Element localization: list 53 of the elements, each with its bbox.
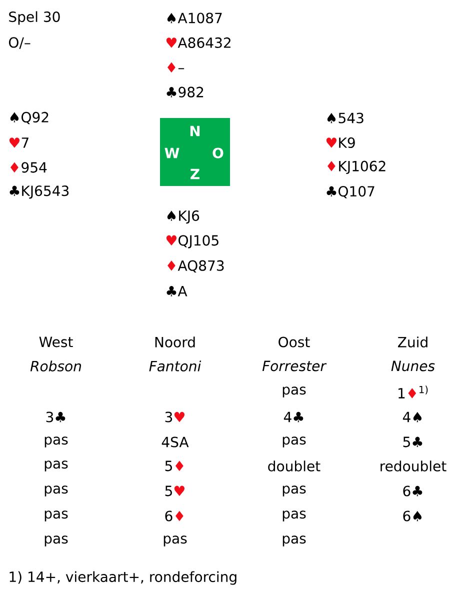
hand-holding: ♦–: [168, 62, 184, 72]
seat-heading: Zuid: [398, 336, 428, 348]
player-name: Fantoni: [149, 360, 202, 372]
hand-holding: ♥A86432: [166, 37, 230, 48]
bid: 4♠: [402, 412, 422, 422]
hand-holding: ♠Q92: [10, 112, 48, 124]
hand-holding: ♠543: [327, 112, 364, 124]
bid: 3♥: [165, 412, 184, 422]
bid: pas: [282, 386, 306, 398]
bid: 5♦: [165, 460, 184, 472]
hand-holding: ♦AQ873: [168, 260, 224, 272]
hand-holding: ♠KJ6: [167, 210, 200, 224]
bid: pas: [282, 486, 306, 496]
seat-heading: Noord: [155, 336, 195, 348]
hand-holding: ♥7: [9, 138, 28, 148]
bid: pas: [282, 536, 306, 546]
bid: pas: [44, 510, 68, 522]
bid: pas: [44, 460, 68, 472]
bid: 4SA: [162, 436, 189, 448]
player-name: Robson: [30, 360, 81, 372]
bid: pas: [44, 486, 68, 496]
compass-box: N W O Z: [160, 118, 230, 186]
bid: redoublet: [380, 460, 446, 472]
bid: pas: [282, 510, 306, 522]
bid: 6♠: [403, 510, 422, 522]
bid: 6♣: [403, 486, 422, 496]
bid: 5♣: [403, 436, 422, 448]
player-name: Nunes: [391, 360, 435, 372]
bid: pas: [282, 436, 306, 448]
footnote: 1) 14+, vierkaart+, rondeforcing: [10, 571, 236, 585]
bid: 6♦: [165, 510, 184, 522]
hand-holding: ♣Q107: [326, 186, 374, 198]
hand-holding: ♥K9: [326, 137, 355, 148]
player-name: Forrester: [262, 360, 327, 372]
bid: 3♣: [46, 412, 66, 422]
bid: 5♥: [165, 486, 184, 496]
hand-holding: ♦954: [10, 162, 47, 173]
hand-holding: ♣982: [166, 86, 204, 98]
hand-holding: ♣KJ6543: [10, 186, 69, 199]
bid: pas: [164, 536, 187, 546]
bid: doublet: [268, 460, 320, 472]
hand-holding: ♦KJ1062: [328, 160, 386, 174]
hand-holding: ♠A1087: [167, 12, 222, 24]
hand-holding: ♥QJ105: [166, 235, 218, 248]
seat-heading: Oost: [278, 336, 310, 348]
bid: pas: [44, 536, 68, 546]
seat-heading: West: [39, 336, 73, 348]
bid: 1♦$^{1)}$: [398, 386, 428, 398]
board-number: Spel 30: [9, 11, 60, 25]
bid: pas: [44, 436, 68, 448]
dealer-vulnerability: O/–: [8, 37, 30, 49]
hand-holding: ♣A: [166, 286, 188, 296]
bid: 4♣: [284, 412, 304, 422]
